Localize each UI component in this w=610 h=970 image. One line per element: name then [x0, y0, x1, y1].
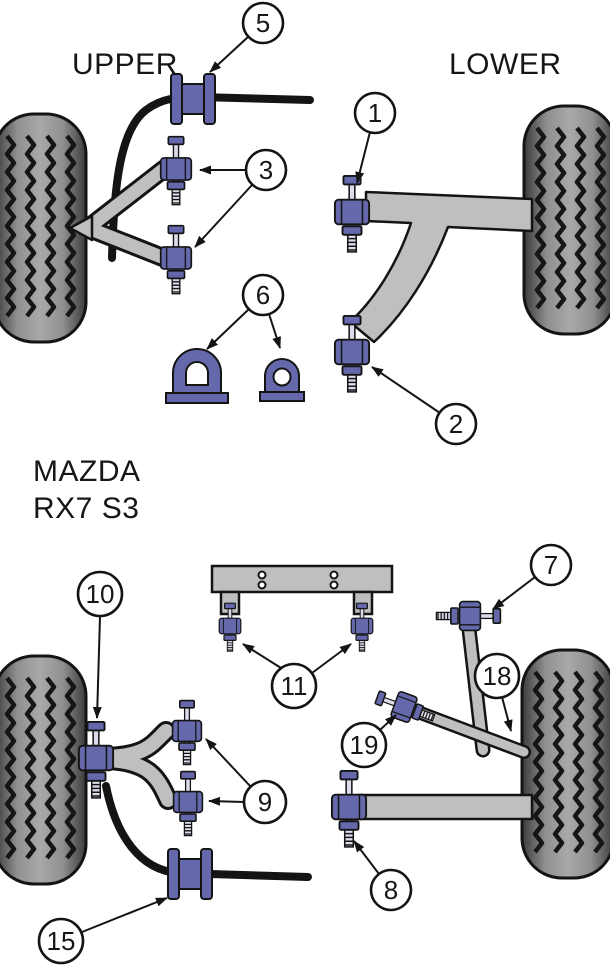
bushing-8	[330, 769, 368, 848]
callout-10: 10	[76, 570, 124, 618]
upper-section-label: UPPER	[72, 48, 178, 81]
callout-10-number: 10	[86, 579, 115, 609]
callout-1-number: 1	[368, 98, 382, 128]
callout-5-number: 5	[256, 8, 270, 38]
callout-6: 6	[241, 273, 285, 317]
tire-rear-left	[0, 656, 86, 884]
model-name-line1: MAZDA	[33, 455, 141, 488]
bushing-3-upper	[159, 135, 193, 206]
callout-19: 19	[340, 721, 388, 769]
front-lower-arm	[348, 190, 534, 344]
leader-1	[355, 131, 371, 184]
bushing-19	[371, 683, 439, 732]
bushing-9-lower	[172, 770, 204, 837]
leader-5	[209, 36, 249, 73]
callout-8: 8	[369, 868, 413, 912]
callout-7: 7	[529, 543, 573, 587]
leader-11a	[242, 643, 282, 669]
leader-8	[353, 840, 380, 875]
callout-7-number: 7	[544, 550, 558, 580]
leader-3b	[194, 184, 253, 248]
callout-15-number: 15	[47, 926, 76, 956]
bushing-9-upper	[171, 699, 203, 766]
callout-1: 1	[353, 91, 397, 135]
callout-18: 18	[473, 652, 521, 700]
bushing-1	[333, 174, 371, 253]
leader-11b	[311, 643, 352, 674]
bushing-3-lower	[159, 224, 193, 295]
bushing-5-anti-roll-bar	[170, 73, 216, 125]
callout-8-number: 8	[384, 875, 398, 905]
callout-11-number: 11	[281, 671, 308, 701]
bushing-7	[435, 600, 502, 632]
tire-rear-right	[522, 650, 610, 878]
leader-6b	[268, 313, 281, 349]
callout-11: 11	[270, 662, 318, 710]
bracket-6-small	[259, 358, 305, 402]
rear-trailing-arm	[356, 793, 534, 821]
callout-5: 5	[241, 1, 285, 45]
callout-9: 9	[242, 779, 288, 825]
leader-7	[492, 576, 536, 610]
leader-10	[92, 616, 102, 719]
bushing-15-anti-roll-bar	[167, 848, 213, 900]
callout-19-number: 19	[350, 730, 379, 760]
callout-9-number: 9	[258, 787, 272, 817]
leader-9b	[208, 796, 245, 806]
rear-lower-arm	[98, 721, 178, 810]
callout-3: 3	[244, 148, 288, 192]
callout-18-number: 18	[483, 661, 512, 691]
leader-15	[81, 897, 168, 933]
front-upper-wishbone	[68, 159, 174, 268]
callout-3-number: 3	[259, 155, 273, 185]
callout-15: 15	[37, 917, 85, 965]
model-name-line2: RX7 S3	[33, 492, 139, 525]
leader-18	[501, 696, 513, 732]
bracket-6-large	[165, 348, 229, 404]
leader-arrows	[81, 36, 536, 933]
leader-19	[379, 714, 397, 731]
leader-2	[371, 366, 441, 414]
leader-9a	[205, 738, 252, 788]
callout-2: 2	[434, 402, 478, 446]
tire-front-right	[524, 106, 610, 334]
callout-2-number: 2	[449, 409, 463, 439]
lower-section-label: LOWER	[449, 48, 562, 81]
leader-6a	[206, 308, 250, 350]
callout-6-number: 6	[256, 280, 270, 310]
